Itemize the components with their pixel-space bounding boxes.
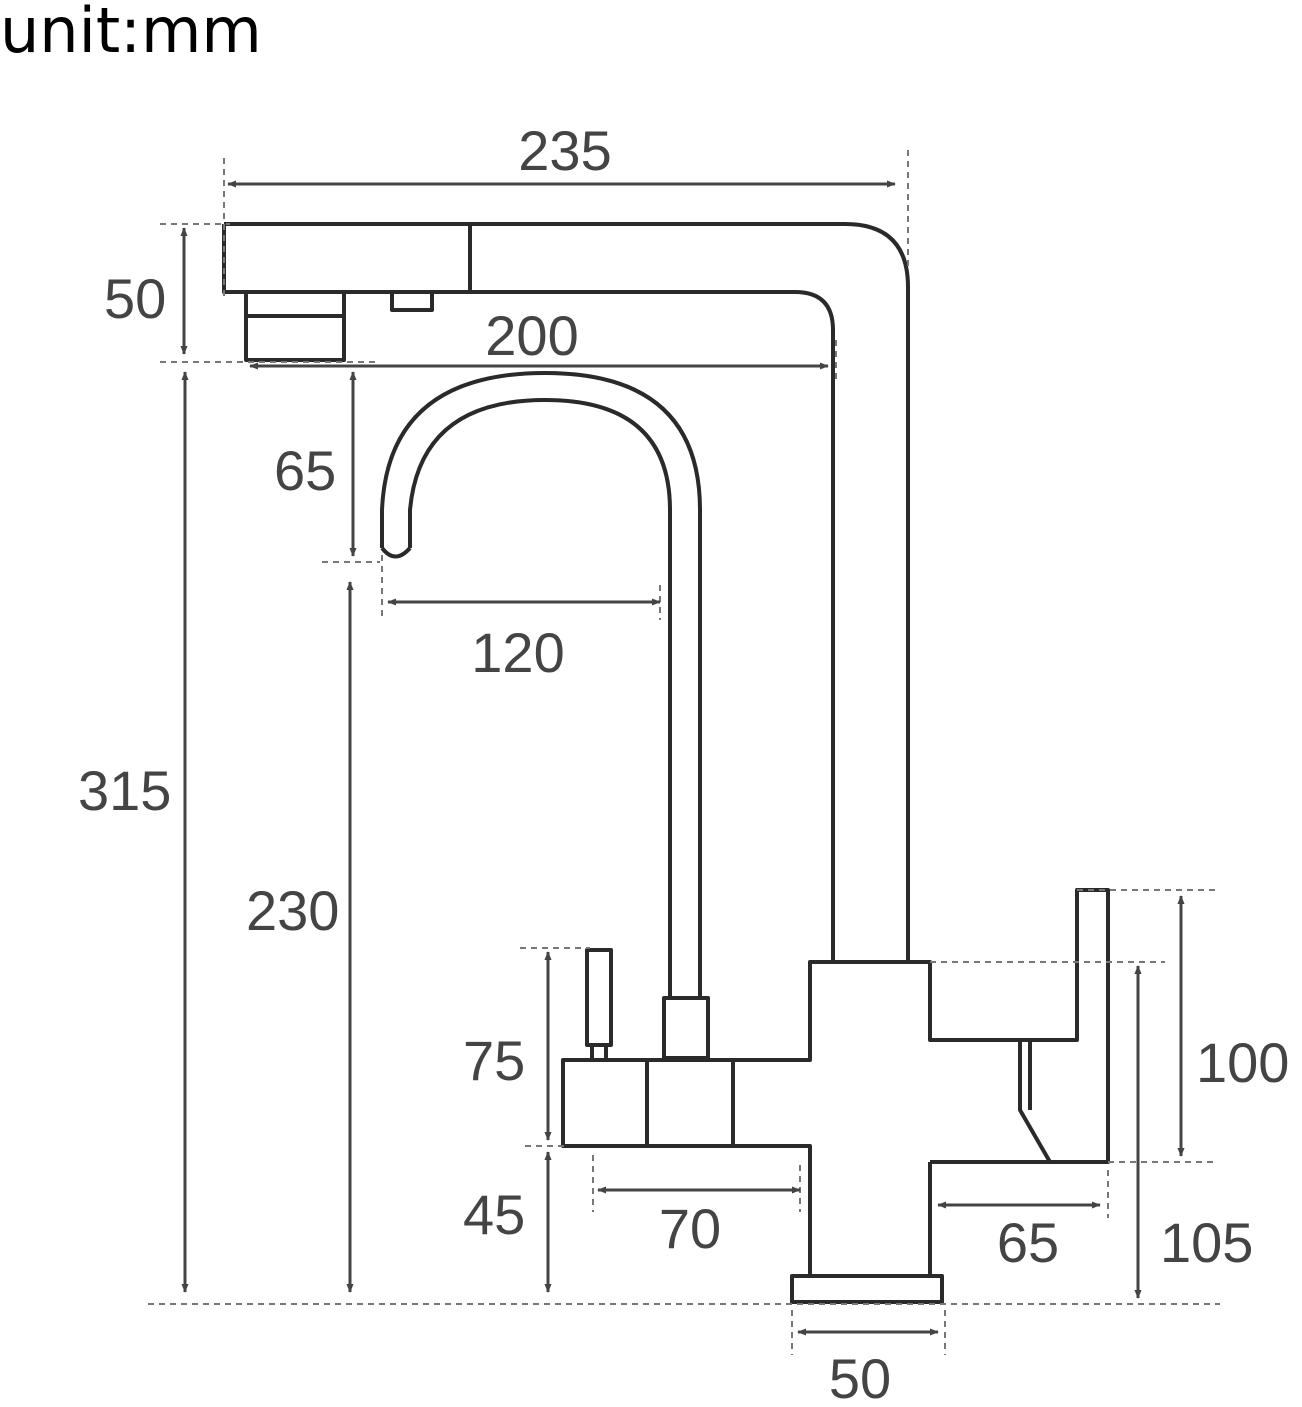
- base-plate: [790, 1274, 944, 1304]
- faucet-outline: [222, 222, 1110, 1304]
- dim-label-65-right: 65: [997, 1211, 1059, 1274]
- dim-label-315: 315: [78, 759, 171, 822]
- spout-nozzle: [390, 292, 434, 312]
- filter-handle-stem: [585, 948, 613, 1047]
- dim-label-45: 45: [463, 1183, 525, 1246]
- main-spout: [222, 222, 910, 962]
- dim-label-120: 120: [471, 621, 564, 684]
- dim-label-65-left: 65: [274, 439, 336, 502]
- dim-label-100: 100: [1196, 1031, 1289, 1094]
- unit-label: unit:mm: [0, 0, 262, 67]
- filter-spout: [380, 371, 702, 998]
- dimension-lines: [180, 180, 1185, 1336]
- dim-label-105: 105: [1160, 1211, 1253, 1274]
- dim-label-75: 75: [463, 1029, 525, 1092]
- dim-label-235: 235: [518, 119, 611, 182]
- dimension-labels: 235 50 200 65 120 315 230 75 45 70 65 10…: [78, 119, 1289, 1407]
- filter-valve-body: [561, 1058, 649, 1148]
- dim-label-50-bottom: 50: [829, 1347, 891, 1407]
- dim-label-50-top: 50: [104, 267, 166, 330]
- spout-outlet: [244, 292, 346, 362]
- filter-spout-base: [662, 996, 710, 1060]
- extension-lines: [148, 150, 1220, 1355]
- dim-label-200: 200: [485, 304, 578, 367]
- mixer-lever: [930, 888, 1110, 1164]
- dim-label-230: 230: [246, 879, 339, 942]
- dim-label-70: 70: [659, 1197, 721, 1260]
- central-body: [733, 960, 1020, 1278]
